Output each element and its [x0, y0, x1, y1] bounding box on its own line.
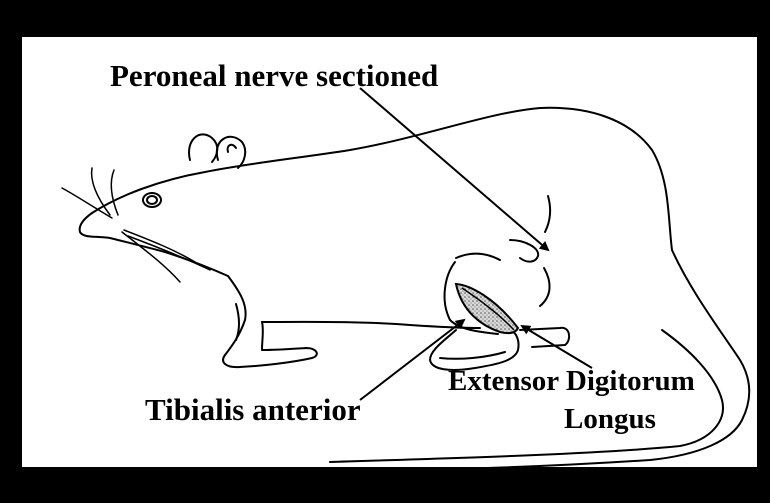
label-extensor-digitorum: Extensor Digitorum	[448, 367, 695, 396]
label-longus: Longus	[564, 405, 656, 434]
label-peroneal-nerve: Peroneal nerve sectioned	[110, 60, 438, 91]
label-tibialis-anterior: Tibialis anterior	[145, 394, 361, 425]
